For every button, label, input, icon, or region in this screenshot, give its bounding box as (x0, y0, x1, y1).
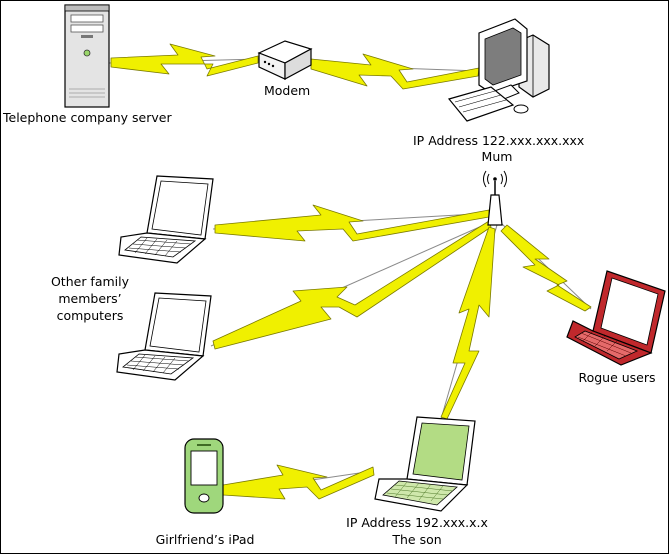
tower-server-icon (64, 4, 110, 108)
label-rogue-users: Rogue users (578, 370, 656, 385)
label-other-family-line1: Other family (50, 274, 130, 289)
label-girlfriends-ipad: Girlfriend’s iPad (155, 532, 255, 547)
label-other-family-line3: computers (56, 308, 124, 323)
lightning-bolt-icon (310, 53, 480, 90)
lightning-bolt-icon (440, 226, 496, 420)
label-son-ip-address: IP Address 192.xxx.x.x (346, 515, 488, 530)
label-mum-ip-address: IP Address 122.xxx.xxx.xxx (413, 133, 585, 148)
wifi-router-icon (483, 170, 507, 226)
label-the-son: The son (392, 532, 442, 547)
red-laptop-icon (566, 270, 666, 366)
label-modem: Modem (264, 83, 311, 98)
lightning-bolt-icon (214, 204, 490, 242)
modem-icon (257, 40, 313, 81)
laptop-icon (116, 292, 212, 381)
label-mum: Mum (481, 149, 513, 164)
link-router-rogue (500, 222, 592, 312)
link-server-modem (108, 43, 260, 77)
tablet-icon (184, 438, 224, 514)
green-laptop-icon (374, 416, 476, 512)
links-layer (108, 43, 592, 500)
label-other-family-line2: members’ (58, 291, 122, 306)
link-router-family-1 (212, 204, 494, 242)
lightning-bolt-icon (110, 43, 259, 77)
link-router-son (440, 224, 498, 420)
link-son-ipad (222, 464, 375, 500)
laptop-icon (118, 175, 214, 264)
label-telephone-company-server: Telephone company server (3, 110, 172, 125)
lightning-bolt-icon (500, 224, 592, 312)
link-modem-mum (308, 53, 480, 90)
lightning-bolt-icon (222, 464, 375, 500)
desktop-computer-icon (447, 18, 550, 122)
